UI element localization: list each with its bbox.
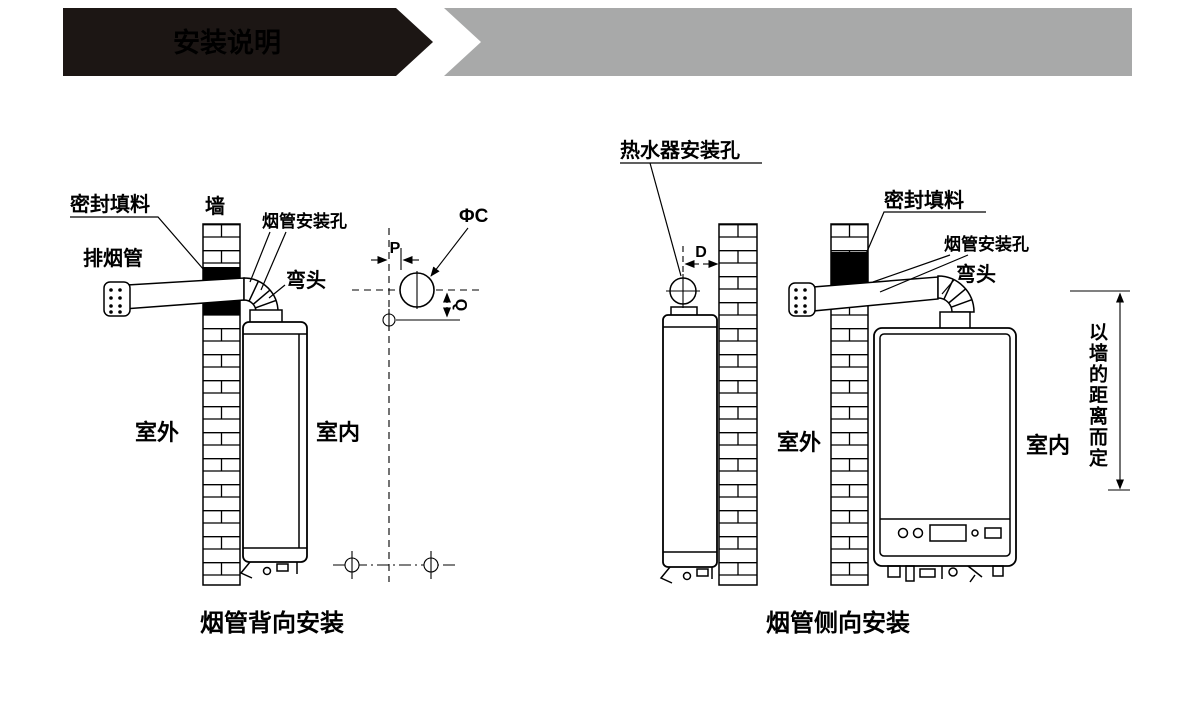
label-dim-p: P: [390, 240, 401, 257]
label-flue-hole-left: 烟管安装孔: [262, 211, 347, 231]
label-dim-c: ΦC: [459, 206, 489, 227]
water-heater-front-view: [873, 311, 1017, 583]
control-knob-2: [912, 527, 924, 539]
label-indoor-right: 室内: [1026, 433, 1070, 458]
pipe-flange: [103, 281, 131, 317]
label-dim-d: D: [695, 244, 707, 261]
wall-distance-dimension: [1070, 290, 1130, 491]
page-title: 安装说明: [173, 28, 281, 58]
control-knob-1: [897, 527, 909, 539]
display-panel: [929, 524, 967, 542]
water-heater-side-view: [239, 309, 308, 579]
label-flue-hole-right: 烟管安装孔: [944, 234, 1029, 254]
label-outdoor-left: 室外: [135, 420, 179, 445]
label-wall: 墙: [205, 194, 225, 218]
label-seal-left: 密封填料: [70, 192, 150, 216]
wall-side-view: [718, 223, 758, 586]
label-indoor-left: 室内: [316, 420, 360, 445]
label-elbow-left: 弯头: [286, 268, 326, 292]
label-elbow-right: 弯头: [956, 262, 996, 286]
label-wall-distance: 以墙的距离而定: [1086, 322, 1107, 469]
left-dimension-drawing: [333, 227, 483, 582]
pipe-flange-right: [788, 282, 816, 317]
header-black-arrow: [63, 8, 433, 76]
header-banner: 安装说明: [63, 8, 1132, 76]
right-leader-lines: [620, 162, 986, 295]
water-heater-side-view-right: [659, 306, 718, 584]
bottom-fittings: [887, 565, 1004, 583]
label-dim-q: Q: [452, 299, 469, 311]
header-gray-bar: [444, 8, 1132, 76]
label-exhaust-pipe: 排烟管: [83, 246, 143, 270]
label-outdoor-right: 室外: [777, 430, 821, 455]
right-caption: 烟管侧向安装: [766, 609, 910, 637]
left-diagram: [70, 216, 483, 586]
label-heater-hole: 热水器安装孔: [620, 138, 740, 162]
right-diagram: [620, 162, 1130, 586]
mounting-hole-dimension: [666, 246, 719, 308]
left-leader-lines: [70, 216, 287, 299]
left-caption: 烟管背向安装: [200, 609, 344, 637]
label-seal-right: 密封填料: [884, 188, 964, 212]
